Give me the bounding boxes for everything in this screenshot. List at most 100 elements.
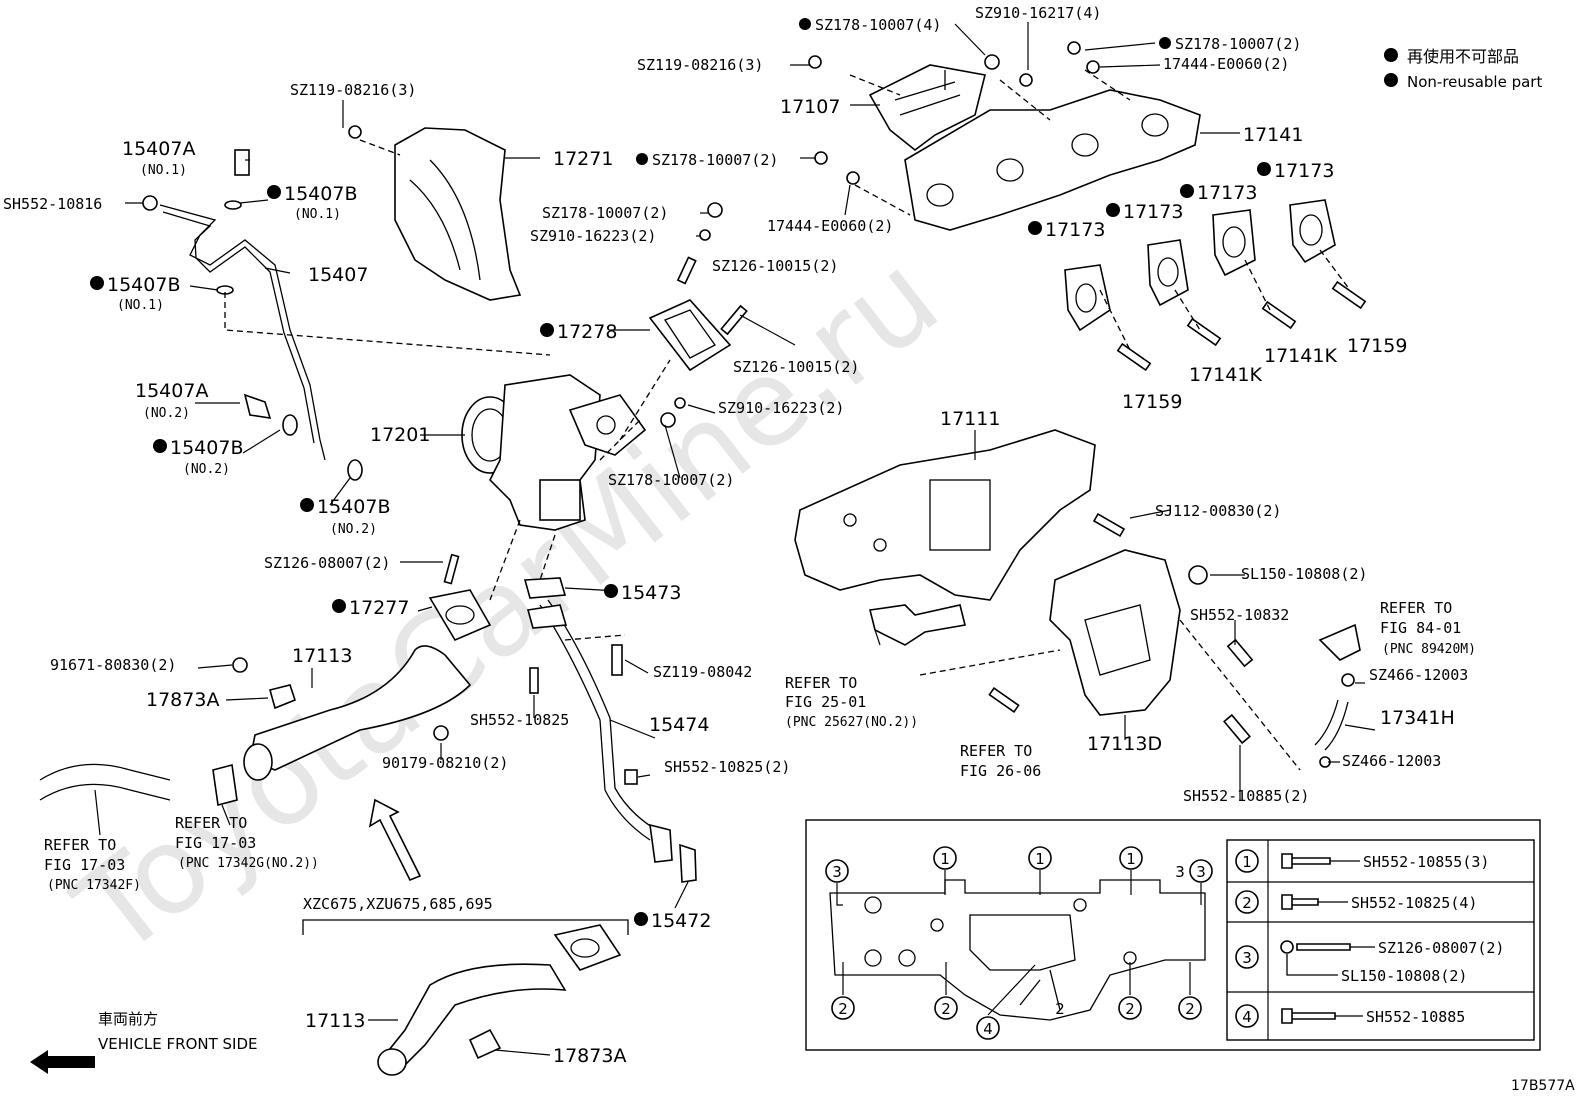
bolt-marker-num: 4 — [983, 1020, 993, 1038]
label-no2-b: (NO.2) — [183, 462, 230, 477]
label-sz126-c: SZ126-08007(2) — [264, 554, 390, 572]
label-sz126-a: SZ126-10015(2) — [712, 257, 838, 275]
label-15407a-1: 15407A — [122, 138, 195, 160]
intake-manifold-17111 — [794, 429, 1208, 601]
bolt-table: 1 SH552-10855(3) 2 SH552-10825(4) 3 SZ12… — [1226, 839, 1535, 1041]
vehicle-front-en: VEHICLE FRONT SIDE — [98, 1035, 258, 1053]
label-17873a-b: 17873A — [553, 1045, 626, 1067]
bolt-marker-num: 2 — [838, 1000, 848, 1018]
label-sl150: SL150-10808(2) — [1241, 565, 1367, 583]
bolt-marker — [934, 996, 958, 1020]
bolt-table-frame — [1226, 839, 1535, 1041]
label-sh552-10832: SH552-10832 — [1190, 606, 1289, 624]
label-17111: 17111 — [940, 408, 1000, 430]
nonreusable-dot — [1106, 203, 1120, 217]
legend-dot — [1384, 48, 1398, 62]
bolt-marker-num: 3 — [832, 863, 842, 881]
nonreusable-dot — [1257, 162, 1271, 176]
leader-lines — [94, 22, 1376, 1056]
label-no2-a: (NO.2) — [143, 406, 190, 421]
label-sz178-mid: SZ178-10007(2) — [652, 151, 778, 169]
label-15473: 15473 — [621, 582, 681, 604]
label-15474: 15474 — [649, 714, 709, 736]
bolt-marker-num: 2 — [1125, 1000, 1135, 1018]
label-17444-top: 17444-E0060(2) — [1163, 55, 1289, 73]
bolt-marker — [1189, 859, 1213, 883]
label-sz910-d: SZ910-16223(2) — [718, 399, 844, 417]
label-pnc-25627: (PNC 25627(NO.2)) — [785, 715, 918, 730]
label-sz466-b: SZ466-12003 — [1342, 752, 1441, 770]
label-sz466-a: SZ466-12003 — [1369, 666, 1468, 684]
bolt-marker — [976, 1016, 1000, 1040]
label-refer-17a: REFER TO — [175, 814, 247, 832]
nonreusable-dot — [300, 498, 314, 512]
bolt-marker — [1119, 846, 1143, 870]
label-17173-b: 17173 — [1123, 201, 1183, 223]
bolt-row-part: SH552-10855(3) — [1363, 853, 1489, 871]
label-17277: 17277 — [349, 597, 409, 619]
label-17173-a: 17173 — [1045, 219, 1105, 241]
turbocharger-17201 — [461, 374, 647, 531]
label-15407b-3: 15407B — [170, 437, 243, 459]
label-pnc-17342g: (PNC 17342G(NO.2)) — [178, 856, 319, 871]
vehicle-front-jp: 車両前方 — [98, 1010, 158, 1028]
water-pipe-15474 — [523, 577, 697, 883]
label-17159-b: 17159 — [1347, 335, 1407, 357]
label-sz178-top: SZ178-10007(4) — [815, 16, 941, 34]
label-refer-25: REFER TO — [785, 674, 857, 692]
label-17873a-a: 17873A — [146, 689, 219, 711]
nonreusable-dot — [90, 276, 104, 290]
bolt-marker — [831, 996, 855, 1020]
bolt-marker-num: 3 — [1196, 863, 1206, 881]
label-sz119-b: SZ119-08216(3) — [290, 81, 416, 99]
nonreusable-dot — [604, 584, 618, 598]
label-sh552-10825-b: SH552-10825(2) — [664, 758, 790, 776]
label-refer-26: REFER TO — [960, 742, 1032, 760]
label-fig-84: FIG 84-01 — [1380, 619, 1461, 637]
label-sz119-08042: SZ119-08042 — [653, 663, 752, 681]
bolt-marker — [825, 859, 849, 883]
label-17173-d: 17173 — [1274, 160, 1334, 182]
model-bracket — [302, 919, 629, 935]
label-15407a-2: 15407A — [135, 380, 208, 402]
label-sh552-10825-a: SH552-10825 — [470, 711, 569, 729]
bolt-marker-num: 2 — [1185, 1000, 1195, 1018]
bolt-marker — [933, 846, 957, 870]
bolt-marker — [1028, 846, 1052, 870]
label-no1-b: (NO.1) — [294, 207, 341, 222]
heat-insulator-17271 — [394, 127, 522, 301]
gasket-17278 — [648, 41, 1100, 428]
oil-pipe-15407 — [142, 125, 551, 481]
label-sj112: SJ112-00830(2) — [1155, 502, 1281, 520]
nonreusable-dot — [1180, 184, 1194, 198]
label-17341h: 17341H — [1380, 707, 1455, 729]
label-17113-b: 17113 — [305, 1010, 365, 1032]
nonreusable-dot — [332, 599, 346, 613]
label-17278: 17278 — [557, 321, 617, 343]
label-sh552-10816: SH552-10816 — [3, 195, 102, 213]
label-17107: 17107 — [780, 96, 840, 118]
label-model-bracket: XZC675,XZU675,685,695 — [303, 895, 493, 913]
gasket-25627 — [869, 604, 1061, 676]
nonreusable-dot — [153, 439, 167, 453]
vehicle-front-arrow — [30, 1050, 95, 1074]
label-fig-17b: FIG 17-03 — [44, 856, 125, 874]
label-17444-mid: 17444-E0060(2) — [767, 217, 893, 235]
label-17113d: 17113D — [1087, 733, 1162, 755]
label-17271: 17271 — [553, 148, 613, 170]
label-17141k-a: 17141K — [1189, 364, 1262, 386]
label-90179: 90179-08210(2) — [382, 754, 508, 772]
label-sz126-b: SZ126-10015(2) — [733, 358, 859, 376]
nonreusable-dot — [636, 153, 648, 165]
hose-17342f — [39, 763, 171, 801]
nonreusable-dot — [540, 323, 554, 337]
exhaust-pipe-17113-alt — [377, 924, 622, 1076]
heat-insulator-17107 — [868, 64, 986, 152]
nonreusable-dot — [267, 185, 281, 199]
label-pnc-89420: (PNC 89420M) — [1382, 642, 1476, 657]
label-sz178-c: SZ178-10007(2) — [542, 204, 668, 222]
label-no1-c: (NO.1) — [117, 298, 164, 313]
label-sz119-a: SZ119-08216(3) — [637, 56, 763, 74]
label-fig-25: FIG 25-01 — [785, 693, 866, 711]
